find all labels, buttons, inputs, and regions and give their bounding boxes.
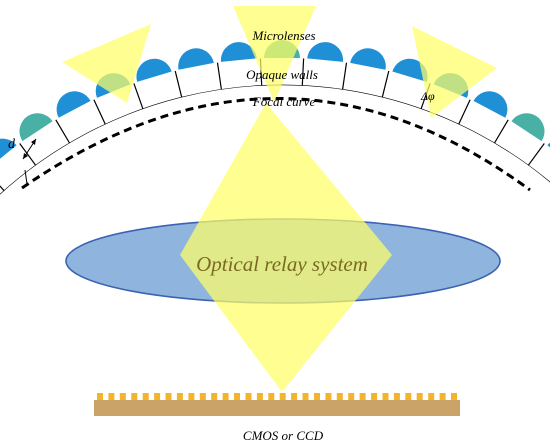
left-light-cone	[62, 24, 151, 103]
sensor-pixel	[268, 393, 275, 400]
label-opaque-walls: Opaque walls	[246, 67, 318, 82]
opaque-wall	[493, 119, 509, 144]
microlens	[220, 42, 257, 62]
sensor-pixel	[234, 393, 240, 400]
sensor-pixel	[439, 393, 446, 400]
opaque-wall	[458, 99, 471, 125]
focal-curve	[21, 97, 531, 192]
sensor-pixel	[108, 393, 115, 400]
sensor-pixel	[348, 393, 355, 400]
opaque-wall	[216, 62, 222, 90]
sensor-pixel	[256, 393, 263, 400]
label-delta-phi: Δφ	[420, 89, 435, 103]
sensor-pixel	[199, 393, 206, 400]
sensor-pixel	[382, 393, 389, 400]
sensor-pixel	[165, 393, 172, 400]
sensor-pixel	[416, 393, 423, 400]
opaque-wall	[0, 185, 5, 192]
sensor-pixel	[314, 393, 320, 400]
opaque-wall	[55, 119, 71, 144]
sensor-pixel	[393, 393, 400, 400]
label-d: d	[8, 137, 16, 152]
opaque-wall	[342, 62, 348, 90]
microlens	[178, 48, 214, 70]
sensor-pixel	[291, 393, 298, 400]
right-light-cone	[412, 26, 497, 118]
sensor-pixel	[302, 393, 309, 400]
opaque-wall	[381, 70, 390, 98]
sensor-pixel	[405, 393, 412, 400]
opaque-wall	[174, 70, 183, 98]
microlens	[392, 58, 428, 82]
central-beam	[180, 103, 392, 392]
opaque-wall	[301, 58, 305, 86]
sensor-pixel	[336, 393, 343, 400]
sensor-pixel	[131, 393, 138, 400]
microlens	[473, 91, 508, 118]
label-sensor: CMOS or CCD	[243, 428, 324, 443]
sensor-pixel	[222, 393, 229, 400]
sensor-pixel	[176, 393, 183, 400]
opaque-wall	[93, 99, 106, 125]
opaque-wall	[133, 83, 144, 110]
label-focal-curve: Focal curve	[252, 94, 316, 109]
microlens	[19, 113, 53, 142]
microlens	[136, 58, 172, 82]
sensor-pixel	[97, 393, 103, 400]
lens-strip-inner-edge	[0, 84, 550, 195]
sensor-pixel	[325, 393, 332, 400]
sensor-pixel	[371, 393, 378, 400]
microlens	[307, 42, 344, 62]
lens-size-marker	[22, 138, 37, 185]
sensor-pixel	[188, 393, 195, 400]
label-relay-system: Optical relay system	[196, 252, 368, 276]
microlens	[56, 91, 91, 118]
microlens	[0, 138, 17, 168]
opaque-wall	[19, 143, 37, 166]
sensor-pixel	[359, 393, 366, 400]
sensor-pixel	[451, 393, 457, 400]
sensor-base	[94, 400, 460, 416]
sensor-pixel	[245, 393, 252, 400]
label-microlenses: Microlenses	[251, 28, 315, 43]
sensor-pixel-row	[97, 393, 457, 400]
sensor-pixel	[428, 393, 435, 400]
sensor-pixel	[154, 393, 161, 400]
sensor-pixel	[279, 393, 286, 400]
top-light-cone	[233, 6, 316, 102]
sensor-pixel	[211, 393, 218, 400]
microlens	[350, 48, 386, 70]
opaque-wall	[527, 143, 545, 166]
sensor-pixel	[119, 393, 126, 400]
sensor-pixel	[142, 393, 149, 400]
microlens	[511, 113, 545, 142]
image-sensor	[94, 393, 460, 416]
